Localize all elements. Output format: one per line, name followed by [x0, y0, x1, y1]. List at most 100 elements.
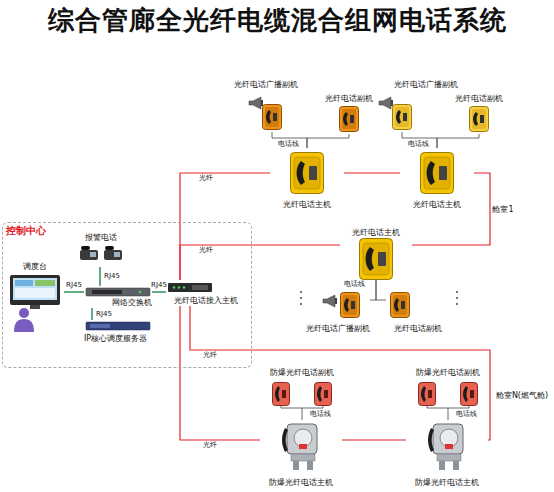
edge-label: 电话线 — [456, 410, 477, 418]
status-led — [139, 291, 141, 293]
device-node: 调度台 — [6, 262, 64, 334]
switch-case — [86, 288, 150, 296]
network-switch — [86, 288, 150, 296]
switch-ports — [92, 290, 122, 294]
device-node: 光纤电话广播副机 — [228, 80, 304, 132]
fiber-line — [180, 245, 340, 280]
device-label: 光纤电话主机 — [340, 228, 412, 238]
diagram-title: 综合管廊全光纤电缆混合组网电话系统 — [0, 4, 554, 36]
device-node: 光纤电话副机 — [318, 94, 380, 134]
fiber-line — [342, 439, 406, 440]
device-label: 防爆光纤电话副机 — [404, 368, 492, 378]
ex-sub-phone — [419, 383, 436, 406]
dot — [300, 303, 302, 305]
phone-wire — [307, 134, 349, 148]
console-stand — [30, 305, 40, 309]
phone-wire — [302, 408, 303, 420]
ex-sub-phone — [315, 383, 332, 406]
server-bay — [90, 324, 110, 328]
edge-label: 光纤 — [199, 246, 213, 254]
edge-label: 电话线 — [278, 140, 299, 148]
alarm-phone — [104, 246, 122, 260]
phone-wire — [370, 280, 376, 300]
screen-tile — [15, 280, 33, 286]
device-label: 防爆光纤电话主机 — [406, 478, 488, 488]
phone-wire — [437, 134, 479, 148]
device-node: 光纤电话广播副机 — [388, 80, 464, 132]
device-label: 光纤电话广播副机 — [388, 80, 464, 90]
ex-host-phone — [428, 424, 463, 470]
edge-label: RJ45 — [151, 281, 167, 289]
rj45-cable — [152, 291, 166, 293]
dot — [300, 291, 302, 293]
group-title: 控制中心 — [6, 225, 46, 237]
fiber-sub-phone — [340, 107, 359, 132]
ex-sub-phone — [461, 383, 478, 406]
cabin-label: 舱室N(燃气舱) — [496, 391, 548, 401]
dot — [456, 291, 458, 293]
device-label: 调度台 — [6, 262, 64, 272]
console-frame — [10, 275, 60, 305]
alarm-phone — [80, 246, 98, 260]
device-label: 光纤电话副机 — [386, 324, 450, 334]
dot — [456, 297, 458, 299]
access-case — [168, 283, 212, 292]
edge-label: 电话线 — [408, 140, 429, 148]
dispatch-console — [10, 275, 60, 332]
phone-wire-bus — [427, 406, 469, 408]
edge-label: RJ45 — [104, 272, 120, 280]
device-node: 光纤电话接入主机 — [166, 280, 246, 306]
device-label: 防爆光纤电话副机 — [258, 368, 346, 378]
phone-wire-bus — [281, 406, 323, 408]
device-label: 报警电话 — [76, 233, 126, 243]
device-label: 光纤电话副机 — [318, 94, 380, 104]
device-label: 光纤电话广播副机 — [228, 80, 304, 90]
dot — [456, 303, 458, 305]
phone-wire — [272, 132, 307, 148]
device-node: IP核心调度服务器 — [84, 320, 160, 344]
status-led — [173, 286, 175, 288]
device-node: 防爆光纤电话副机 — [404, 368, 492, 408]
rj45-cable — [64, 291, 84, 293]
edge-label: RJ45 — [96, 310, 112, 318]
fiber-line — [180, 173, 270, 280]
device-node: 网络交换机 — [84, 286, 152, 308]
fiber-sub-phone — [341, 293, 360, 318]
fiber-host-phone — [360, 239, 393, 280]
edge-label: 电话线 — [310, 410, 331, 418]
device-label: 光纤电话接入主机 — [166, 296, 246, 306]
fiber-sub-phone — [470, 107, 489, 132]
device-node: 光纤电话主机 — [400, 148, 474, 210]
fiber-line — [180, 306, 260, 440]
device-node: 防爆光纤电话主机 — [406, 420, 488, 488]
device-label: 光纤电话主机 — [400, 200, 474, 210]
edge-label: 光纤 — [203, 351, 217, 359]
fiber-sub-phone — [263, 105, 282, 130]
cabin-label: 舱室1 — [492, 205, 513, 215]
more-devices-dots — [300, 291, 458, 305]
device-label: 光纤电话广播副机 — [306, 324, 370, 334]
device-label: 光纤电话主机 — [270, 200, 344, 210]
broadcast-speaker — [379, 97, 393, 109]
operator-body — [14, 319, 34, 332]
fiber-host-phone — [421, 153, 454, 194]
edge-label: 光纤 — [203, 441, 217, 449]
device-label: 网络交换机 — [84, 298, 152, 308]
broadcast-speaker — [249, 97, 263, 109]
fiber-access-host — [168, 283, 212, 292]
device-label: 防爆光纤电话主机 — [260, 478, 342, 488]
status-led — [178, 286, 180, 288]
ex-host-phone — [282, 424, 317, 470]
console-screen — [13, 278, 57, 300]
edge-label: 电话线 — [344, 280, 365, 288]
device-label: 光纤电话副机 — [448, 94, 510, 104]
operator-head — [19, 308, 29, 318]
screen-tile — [35, 280, 55, 286]
ex-sub-phone — [273, 383, 290, 406]
phone-wire — [448, 408, 449, 420]
dot — [300, 297, 302, 299]
